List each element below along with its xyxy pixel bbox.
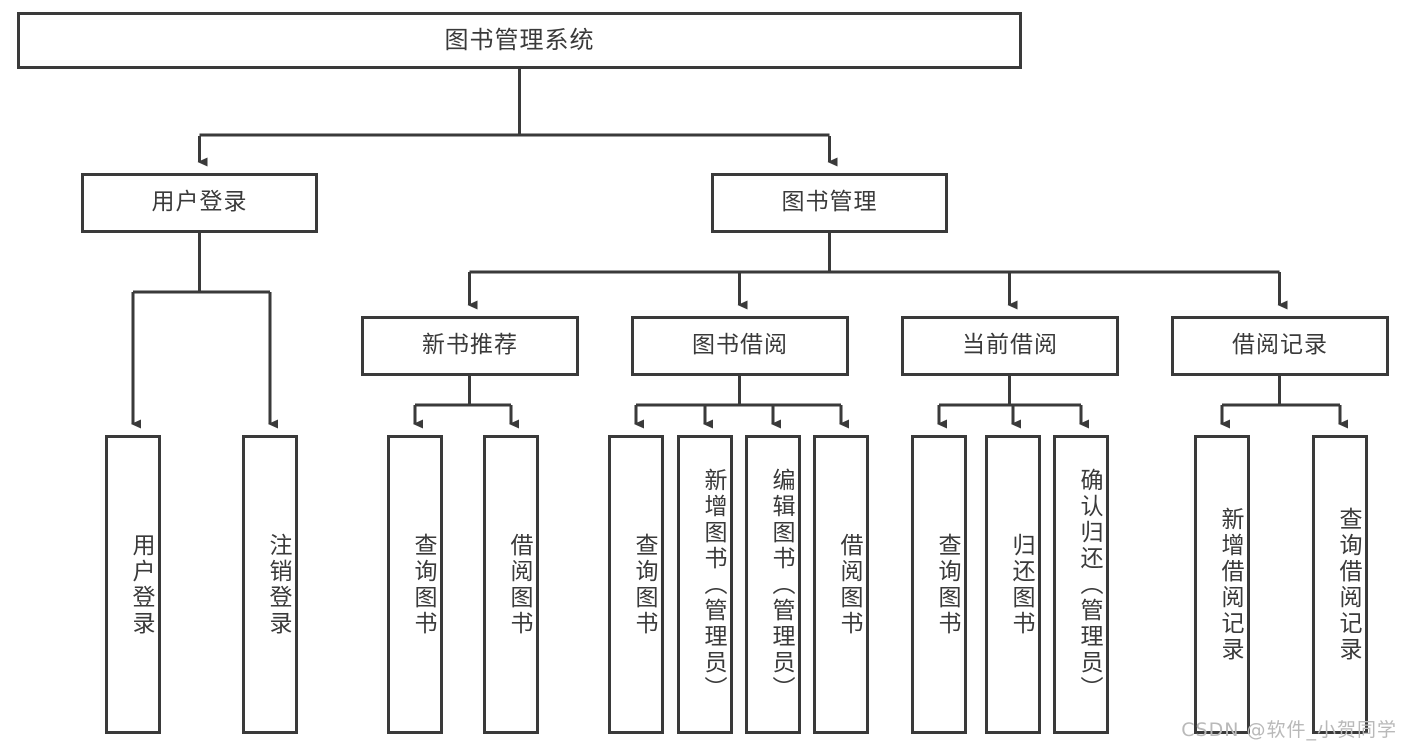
node-book-borrow[interactable]: 图书借阅 [631,316,849,376]
node-leaf-query-book-1[interactable]: 查询图书 [387,435,443,734]
node-label: 借阅图书 [506,532,532,637]
node-label: 新书推荐 [422,332,518,359]
node-label: 查询图书 [934,532,960,637]
node-label: 确认归还（管理员） [1076,467,1102,702]
node-label: 用户登录 [151,189,248,216]
node-new-book-recommend[interactable]: 新书推荐 [361,316,579,376]
node-leaf-confirm-return[interactable]: 确认归还（管理员） [1053,435,1109,734]
node-label: 借阅图书 [836,532,862,637]
node-leaf-query-record[interactable]: 查询借阅记录 [1312,435,1368,734]
node-label: 新增借阅记录 [1217,506,1243,663]
node-label: 编辑图书（管理员） [768,467,794,702]
node-root-system[interactable]: 图书管理系统 [17,12,1022,69]
watermark-text: CSDN @软件_小贺同学 [1181,719,1397,741]
node-label: 查询借阅记录 [1335,506,1361,663]
node-label: 图书管理 [781,189,878,216]
node-label: 查询图书 [410,532,436,637]
node-label: 当前借阅 [962,332,1058,359]
node-leaf-edit-book[interactable]: 编辑图书（管理员） [745,435,801,734]
node-user-login[interactable]: 用户登录 [81,173,318,233]
node-leaf-add-book[interactable]: 新增图书（管理员） [677,435,733,734]
node-borrow-record[interactable]: 借阅记录 [1171,316,1389,376]
node-label: 图书借阅 [692,332,788,359]
node-label: 归还图书 [1008,532,1034,637]
node-label: 查询图书 [631,532,657,637]
node-leaf-return-book[interactable]: 归还图书 [985,435,1041,734]
node-label: 注销登录 [265,532,291,637]
node-leaf-borrow-book-2[interactable]: 借阅图书 [813,435,869,734]
node-leaf-borrow-book-1[interactable]: 借阅图书 [483,435,539,734]
node-leaf-user-login[interactable]: 用户登录 [105,435,161,734]
node-label: 借阅记录 [1232,332,1328,359]
node-book-manage[interactable]: 图书管理 [711,173,948,233]
node-leaf-logout[interactable]: 注销登录 [242,435,298,734]
node-label: 新增图书（管理员） [700,467,726,702]
node-leaf-query-book-2[interactable]: 查询图书 [608,435,664,734]
node-label: 图书管理系统 [444,26,595,55]
node-label: 用户登录 [128,532,154,637]
node-current-borrow[interactable]: 当前借阅 [901,316,1119,376]
node-leaf-add-record[interactable]: 新增借阅记录 [1194,435,1250,734]
node-leaf-query-book-3[interactable]: 查询图书 [911,435,967,734]
